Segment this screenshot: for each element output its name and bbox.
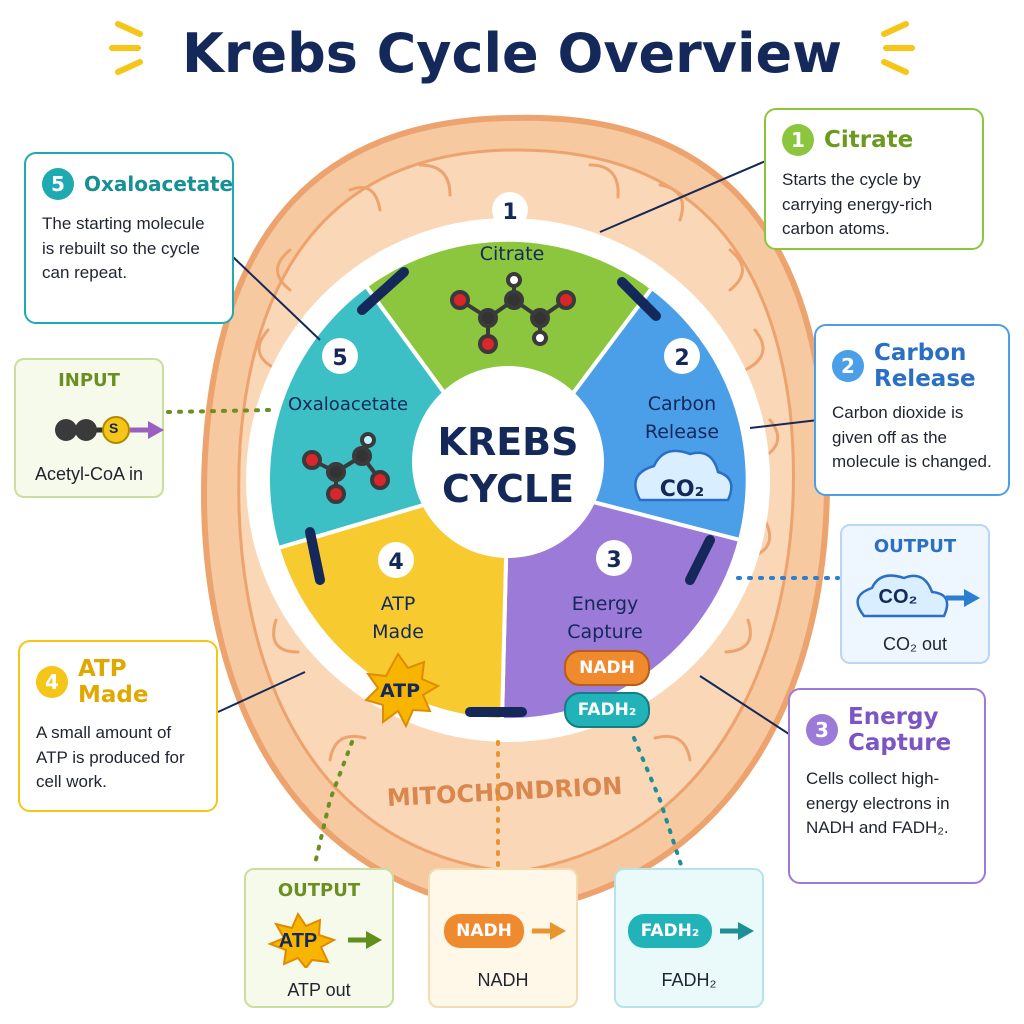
card-description: Cells collect high-energy electrons in N… [806, 768, 950, 838]
center-label-line1: KREBS [438, 420, 579, 464]
io-caption: ATP out [287, 980, 351, 1000]
card-title: Energy Capture [848, 704, 952, 757]
oxaloacetate-molecule-icon [302, 432, 390, 504]
segment-label: Oxaloacetate [288, 394, 408, 415]
fadh2-chip: FADH₂ [564, 692, 650, 728]
segment-citrate[interactable] [363, 237, 655, 484]
co2-cloud-icon [856, 574, 980, 618]
arrow-5-to-1 [357, 267, 409, 315]
segment-number-circle [596, 540, 632, 576]
co2-chip-label: CO₂ [878, 586, 918, 608]
sparkle-left-icon [109, 21, 143, 75]
output-co2-box: OUTPUT CO₂ CO₂ out [840, 524, 990, 664]
io-caption: NADH [477, 970, 529, 990]
card-description: The starting molecule is rebuilt so the … [42, 214, 205, 283]
arrow-1-to-2 [617, 277, 661, 321]
card-atp-made: 4 ATP Made A small amount of ATP is prod… [18, 640, 218, 812]
segment-label-line2: Capture [567, 621, 643, 643]
segment-label-line1: Carbon [648, 393, 716, 415]
card-title: ATP Made [78, 656, 149, 709]
arrow-right-icon [532, 922, 566, 940]
cycle-center [412, 366, 604, 558]
step-badge: 1 [782, 124, 814, 156]
segment-number-circle [322, 338, 358, 374]
io-caption: FADH₂ [661, 970, 717, 990]
card-connectors [217, 159, 819, 737]
card-description: Starts the cycle by carrying energy-rich… [782, 170, 933, 239]
segment-number-circle [664, 338, 700, 374]
sparkle-right-icon [881, 21, 915, 75]
segment-label-line1: ATP [381, 593, 416, 615]
io-caption: Acetyl-CoA in [34, 464, 144, 484]
acetyl-coa-molecule-icon [55, 416, 164, 444]
segment-number: 4 [388, 550, 403, 575]
segment-number: 2 [674, 346, 689, 371]
segment-label-line2: Release [645, 421, 719, 443]
card-oxaloacetate: 5 Oxaloacetate The starting molecule is … [24, 152, 234, 324]
input-box: INPUT S Acetyl-CoA in [14, 358, 164, 498]
output-atp-box: OUTPUT ATP ATP out [244, 868, 394, 1008]
step-badge: 4 [36, 666, 68, 699]
card-description: Carbon dioxide is given off as the molec… [832, 402, 992, 472]
cycle-arrows [305, 267, 715, 717]
segment-number: 3 [606, 548, 621, 573]
sulfur-atom-label: S [109, 420, 119, 436]
card-title: Oxaloacetate [84, 171, 234, 196]
fadh2-chip: FADH₂ [628, 914, 712, 948]
card-carbon-release: 2 Carbon Release Carbon dioxide is given… [814, 324, 1010, 496]
page-title: Krebs Cycle Overview [182, 22, 842, 85]
card-description: A small amount of ATP is produced for ce… [36, 722, 185, 792]
io-label: OUTPUT [873, 536, 957, 557]
atp-chip-label: ATP [278, 930, 318, 952]
card-energy-capture: 3 Energy Capture Cells collect high-ener… [788, 688, 986, 884]
arrow-4-to-5 [305, 527, 325, 585]
arrow-right-icon [720, 922, 754, 940]
co2-cloud-icon [634, 449, 733, 502]
segment-number-circle [492, 192, 528, 228]
atp-star-label: ATP [380, 680, 420, 702]
segment-label-line1: Energy [572, 593, 639, 615]
output-fadh2-box: FADH₂ FADH₂ [614, 868, 764, 1008]
io-caption: CO₂ out [882, 634, 947, 654]
nadh-chip: NADH [444, 914, 524, 948]
segment-number-circle [378, 542, 414, 578]
io-label: INPUT [58, 370, 120, 391]
step-badge: 5 [42, 168, 74, 200]
io-connectors [166, 408, 840, 870]
segment-number: 1 [502, 200, 517, 225]
segment-number: 5 [332, 346, 347, 371]
citrate-molecule-icon [450, 272, 576, 354]
step-badge: 2 [832, 350, 864, 383]
step-badge: 3 [806, 714, 838, 747]
card-title: Citrate [824, 126, 914, 153]
center-label-line2: CYCLE [442, 467, 574, 511]
segment-label: Citrate [480, 243, 545, 265]
segment-label-line2: Made [372, 621, 424, 643]
io-label: OUTPUT [277, 880, 361, 901]
nadh-chip: NADH [564, 650, 650, 686]
card-citrate: 1 Citrate Starts the cycle by carrying e… [764, 108, 984, 250]
arrow-2-to-3 [685, 535, 715, 585]
output-nadh-box: NADH NADH [428, 868, 578, 1008]
card-title: Carbon Release [874, 340, 976, 393]
co2-chip-label: CO₂ [660, 477, 704, 502]
atp-star-icon [267, 912, 382, 968]
atp-star-icon [364, 652, 441, 729]
